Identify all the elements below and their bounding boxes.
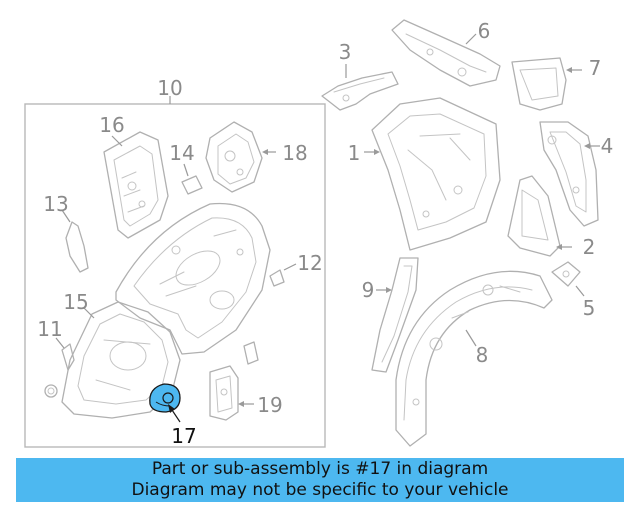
- part-6: [391, 19, 501, 87]
- callout-13: 13: [43, 192, 68, 216]
- part-11: [55, 337, 75, 371]
- part-13: [61, 209, 89, 273]
- callout-7: 7: [589, 56, 602, 80]
- part-8: [395, 270, 553, 447]
- info-banner: Part or sub-assembly is #17 in diagram D…: [16, 458, 624, 502]
- callout-16: 16: [99, 113, 124, 137]
- callout-9: 9: [362, 278, 375, 302]
- callout-14: 14: [169, 141, 194, 165]
- callout-6: 6: [478, 19, 491, 43]
- callout-4: 4: [601, 134, 614, 158]
- callout-19: 19: [257, 393, 282, 417]
- part-19: [209, 365, 254, 421]
- small-bracket: [243, 341, 259, 365]
- callout-3: 3: [339, 40, 352, 64]
- part-12: [269, 263, 297, 287]
- part-9: [371, 257, 419, 373]
- grommet: [44, 384, 58, 398]
- banner-line-2: Diagram may not be specific to your vehi…: [131, 480, 509, 500]
- part-5: [551, 261, 585, 297]
- part-14: [181, 163, 203, 195]
- callout-12: 12: [297, 251, 322, 275]
- callout-15: 15: [63, 290, 88, 314]
- part-1: [364, 97, 501, 251]
- callout-11: 11: [37, 317, 62, 341]
- callout-5: 5: [583, 296, 596, 320]
- part-3: [321, 64, 399, 111]
- inner-wheelhouse-panel: [115, 202, 271, 355]
- part-4: [539, 121, 600, 227]
- group-10-frame: [24, 103, 326, 448]
- callout-17[interactable]: 17: [171, 424, 196, 448]
- callout-10: 10: [157, 76, 182, 100]
- part-7: [511, 57, 582, 111]
- part-16: [103, 131, 169, 239]
- parts-diagram: 10 16 14 18 13 12 15 11 19 17 3 6 7 1 4 …: [24, 19, 614, 448]
- banner-line-1: Part or sub-assembly is #17 in diagram: [151, 459, 489, 479]
- part-17[interactable]: [149, 383, 181, 423]
- callout-18: 18: [282, 141, 307, 165]
- callout-8: 8: [476, 343, 489, 367]
- callout-2: 2: [583, 235, 596, 259]
- part-2: [507, 175, 572, 257]
- callout-1: 1: [348, 141, 361, 165]
- part-18: [205, 121, 276, 193]
